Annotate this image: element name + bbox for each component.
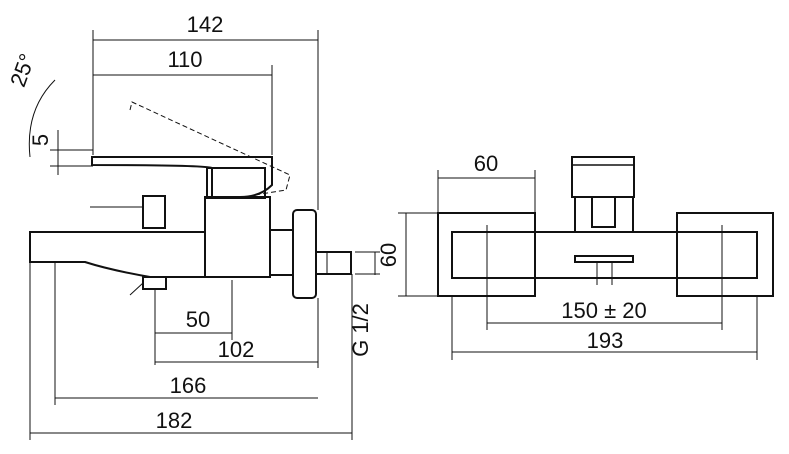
front-view: 60 60 150 ± 20 193 (376, 151, 774, 360)
dim-166-label: 166 (170, 373, 207, 398)
dim-5-label: 5 (28, 134, 53, 146)
lever-raised-outline (129, 101, 291, 196)
right-connector (676, 212, 774, 297)
front-lever (571, 156, 635, 198)
dim-102-label: 102 (218, 337, 255, 362)
diverter-knob (142, 195, 166, 229)
dim-110-label: 110 (167, 47, 202, 72)
spout-outlet (142, 276, 167, 290)
front-outlet (574, 255, 634, 263)
dim-60-height-label: 60 (376, 243, 401, 267)
wall-connector (315, 251, 352, 275)
dim-182-label: 182 (156, 408, 193, 433)
dim-150-label: 150 ± 20 (561, 298, 646, 323)
dim-60-width-label: 60 (474, 151, 498, 176)
mixer-body (204, 196, 271, 278)
s-union (292, 209, 317, 299)
thread-g12-label: G 1/2 (348, 303, 373, 357)
cartridge-column (206, 167, 266, 199)
wall-nut (269, 229, 294, 276)
dim-25-angle-label: 25° (5, 50, 40, 90)
dim-193-label: 193 (587, 328, 624, 353)
spout (29, 231, 206, 278)
lever-handle (91, 156, 273, 198)
front-diverter (591, 196, 616, 228)
side-view: 142 110 25° 5 50 102 166 182 (5, 12, 380, 440)
dim-50-label: 50 (186, 307, 210, 332)
dim-142-label: 142 (187, 12, 224, 37)
